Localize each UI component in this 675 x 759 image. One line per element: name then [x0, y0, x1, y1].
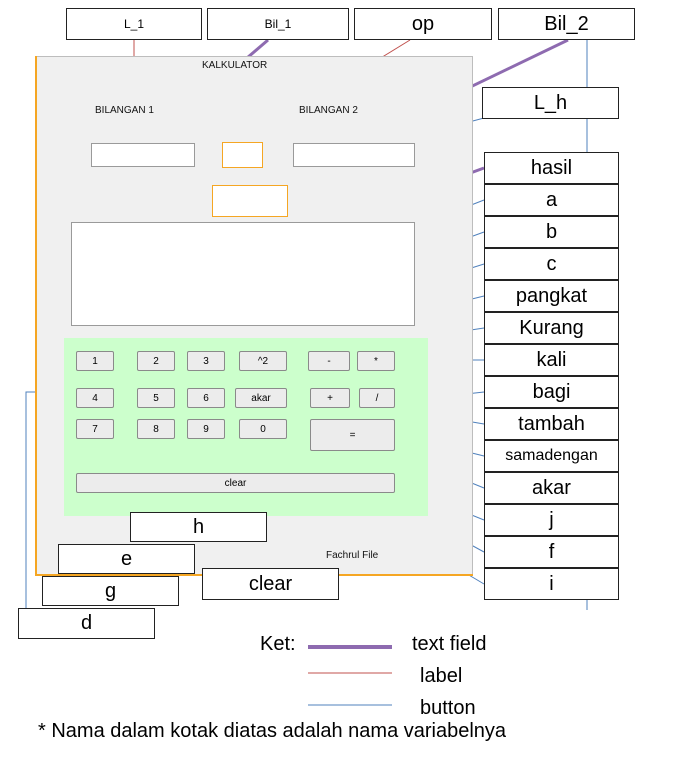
- varname-akar: akar: [484, 472, 619, 504]
- button-2[interactable]: 2: [137, 351, 175, 371]
- button-kurang[interactable]: -: [308, 351, 350, 371]
- bilangan-2-input[interactable]: [293, 143, 415, 167]
- varname-g: g: [42, 576, 179, 606]
- button-akar[interactable]: akar: [235, 388, 287, 408]
- varname-bagi: bagi: [484, 376, 619, 408]
- hasil-label: [212, 185, 288, 217]
- footnote: * Nama dalam kotak diatas adalah nama va…: [38, 720, 507, 742]
- varname-samadengan: samadengan: [484, 440, 619, 472]
- varname-kurang: Kurang: [484, 312, 619, 344]
- varname-i: i: [484, 568, 619, 600]
- varname-lh: L_h: [482, 87, 619, 119]
- legend-label: label: [420, 665, 463, 687]
- button-0[interactable]: 0: [239, 419, 287, 439]
- button-9[interactable]: 9: [187, 419, 225, 439]
- varname-h: h: [130, 512, 267, 542]
- varname-tambah: tambah: [484, 408, 619, 440]
- varname-d: d: [18, 608, 155, 639]
- legend-button: button: [420, 697, 476, 719]
- varname-clear: clear: [202, 568, 339, 600]
- varname-b: b: [484, 216, 619, 248]
- button-5[interactable]: 5: [137, 388, 175, 408]
- button-bagi[interactable]: /: [359, 388, 395, 408]
- hasil-output-field[interactable]: [71, 222, 415, 326]
- varname-l1: L_1: [66, 8, 202, 40]
- varname-bil2: Bil_2: [498, 8, 635, 40]
- button-8[interactable]: 8: [137, 419, 175, 439]
- button-kali[interactable]: *: [357, 351, 395, 371]
- label-bilangan-2: BILANGAN 2: [299, 105, 358, 116]
- button-4[interactable]: 4: [76, 388, 114, 408]
- varname-f: f: [484, 536, 619, 568]
- button-1[interactable]: 1: [76, 351, 114, 371]
- varname-kali: kali: [484, 344, 619, 376]
- varname-a: a: [484, 184, 619, 216]
- varname-e: e: [58, 544, 195, 574]
- button-7[interactable]: 7: [76, 419, 114, 439]
- legend-ket: Ket:: [260, 633, 296, 655]
- author-label: Fachrul File: [326, 550, 379, 561]
- varname-j: j: [484, 504, 619, 536]
- varname-pangkat: pangkat: [484, 280, 619, 312]
- varname-hasil: hasil: [484, 152, 619, 184]
- varname-c: c: [484, 248, 619, 280]
- button-3[interactable]: 3: [187, 351, 225, 371]
- form-title: KALKULATOR: [202, 60, 268, 71]
- form-border-left: [35, 56, 37, 575]
- button-pangkat[interactable]: ^2: [239, 351, 287, 371]
- varname-op: op: [354, 8, 492, 40]
- label-bilangan-1: BILANGAN 1: [95, 105, 154, 116]
- button-clear[interactable]: clear: [76, 473, 395, 493]
- varname-bil1: Bil_1: [207, 8, 349, 40]
- button-tambah[interactable]: +: [310, 388, 350, 408]
- button-samadengan[interactable]: =: [310, 419, 395, 451]
- bilangan-1-input[interactable]: [91, 143, 195, 167]
- legend-text-field: text field: [412, 633, 487, 655]
- button-6[interactable]: 6: [187, 388, 225, 408]
- operator-label: [222, 142, 263, 168]
